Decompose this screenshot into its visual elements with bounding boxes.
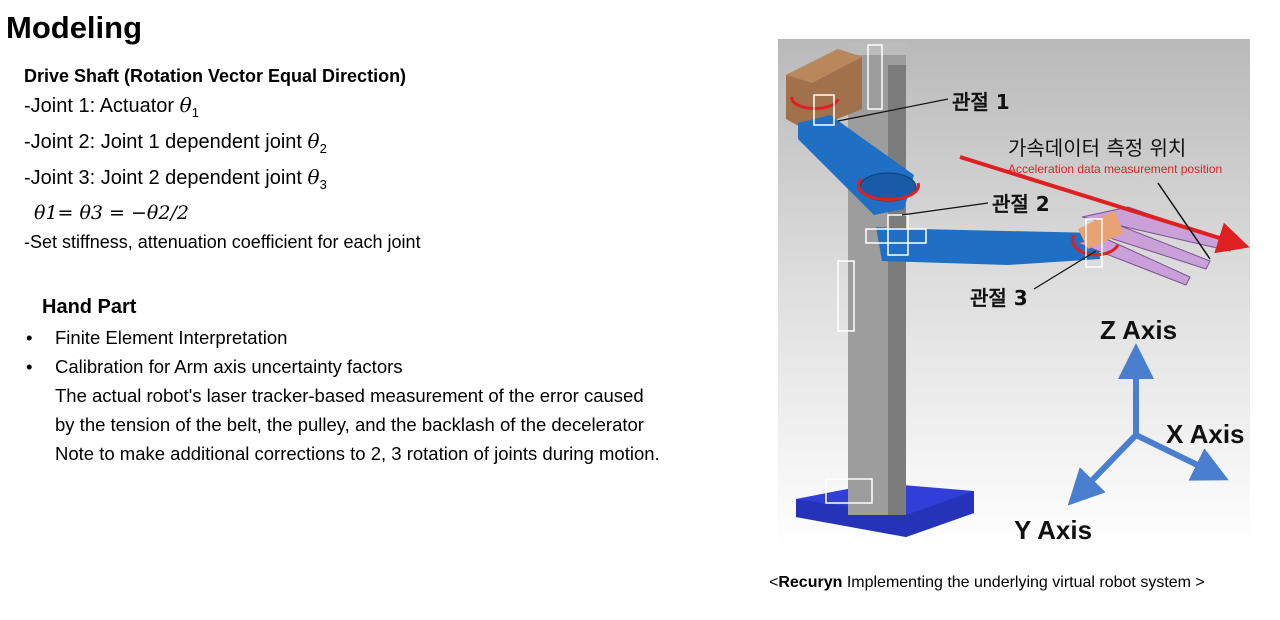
list-item-text: Calibration for Arm axis uncertainty fac… xyxy=(55,356,403,377)
hand-part-heading: Hand Part xyxy=(42,296,137,318)
joint-equation: θ1= θ3 = −θ2/2 xyxy=(34,202,189,224)
joint-1-rotation-arrow xyxy=(790,96,840,111)
joint-1-label: 관절 1 xyxy=(952,90,1010,114)
leader-lines xyxy=(837,98,1097,290)
theta-subscript: 1 xyxy=(191,105,199,120)
joint-3-line: -Joint 3: Joint 2 dependent joint θ3 xyxy=(24,163,421,199)
measurement-arrow xyxy=(959,155,1250,254)
correction-note: Note to make additional corrections to 2… xyxy=(55,443,660,464)
caption-open: < xyxy=(769,574,779,591)
joint-2-line: -Joint 2: Joint 1 dependent joint θ2 xyxy=(24,127,421,163)
joint-2-rotation-arrow xyxy=(857,177,920,202)
joint-2-text: -Joint 2: Joint 1 dependent joint xyxy=(24,131,308,153)
list-item: • Finite Element Interpretation xyxy=(26,323,666,352)
x-axis-label: X Axis xyxy=(1166,419,1245,449)
joint-1-text: -Joint 1: Actuator xyxy=(24,95,180,117)
list-item-text: Finite Element Interpretation xyxy=(55,327,288,348)
y-axis-label: Y Axis xyxy=(1014,515,1092,545)
drive-shaft-section: Drive Shaft (Rotation Vector Equal Direc… xyxy=(24,66,421,257)
calibration-paragraph: The actual robot's laser tracker-based m… xyxy=(55,385,644,435)
x-axis-arrow xyxy=(1133,432,1229,481)
y-axis-arrow xyxy=(1067,432,1139,506)
page-title: Modeling xyxy=(6,10,143,45)
theta-symbol: θ xyxy=(307,165,320,189)
robot-model-figure: 관절 1 관절 2 관절 3 가속데이터 측정 위치 Acceleration … xyxy=(778,39,1250,551)
coordinate-axes xyxy=(1067,343,1229,506)
joint-wireframes xyxy=(813,44,1103,504)
bullet: • xyxy=(26,356,33,377)
measurement-korean-label: 가속데이터 측정 위치 xyxy=(1008,136,1186,160)
measurement-pointer xyxy=(1157,182,1211,260)
hand-part-list: • Finite Element Interpretation • Calibrat… xyxy=(26,323,666,381)
hand-fingers xyxy=(1076,206,1235,286)
drive-shaft-heading: Drive Shaft (Rotation Vector Equal Direc… xyxy=(24,66,407,86)
theta-subscript: 2 xyxy=(319,141,327,156)
theta-symbol: θ xyxy=(179,93,192,117)
theta-subscript: 3 xyxy=(319,177,327,192)
joint-3-rotation-arrow xyxy=(1071,234,1120,257)
measurement-english-label: Acceleration data measurement position xyxy=(1008,162,1222,176)
theta-symbol: θ xyxy=(307,129,320,153)
joint-3-label: 관절 3 xyxy=(970,286,1028,310)
joint-2-label: 관절 2 xyxy=(992,192,1050,216)
list-item: • Calibration for Arm axis uncertainty fa… xyxy=(26,352,666,381)
z-axis-label: Z Axis xyxy=(1100,315,1177,345)
lower-arm xyxy=(876,227,1100,265)
bullet: • xyxy=(26,327,33,348)
caption-brand: Recuryn xyxy=(778,574,843,591)
hand-part-section: Hand Part • Finite Element Interpretation… xyxy=(26,296,666,468)
stiffness-line: -Set stiffness, attenuation coefficient … xyxy=(24,232,421,252)
joint-1-line: -Joint 1: Actuator θ1 xyxy=(24,91,421,127)
actuator-block xyxy=(786,49,862,131)
joint-3-text: -Joint 3: Joint 2 dependent joint xyxy=(24,167,308,189)
caption-text: Implementing the underlying virtual robo… xyxy=(842,574,1205,591)
figure-caption: <Recuryn Implementing the underlying vir… xyxy=(769,574,1205,592)
